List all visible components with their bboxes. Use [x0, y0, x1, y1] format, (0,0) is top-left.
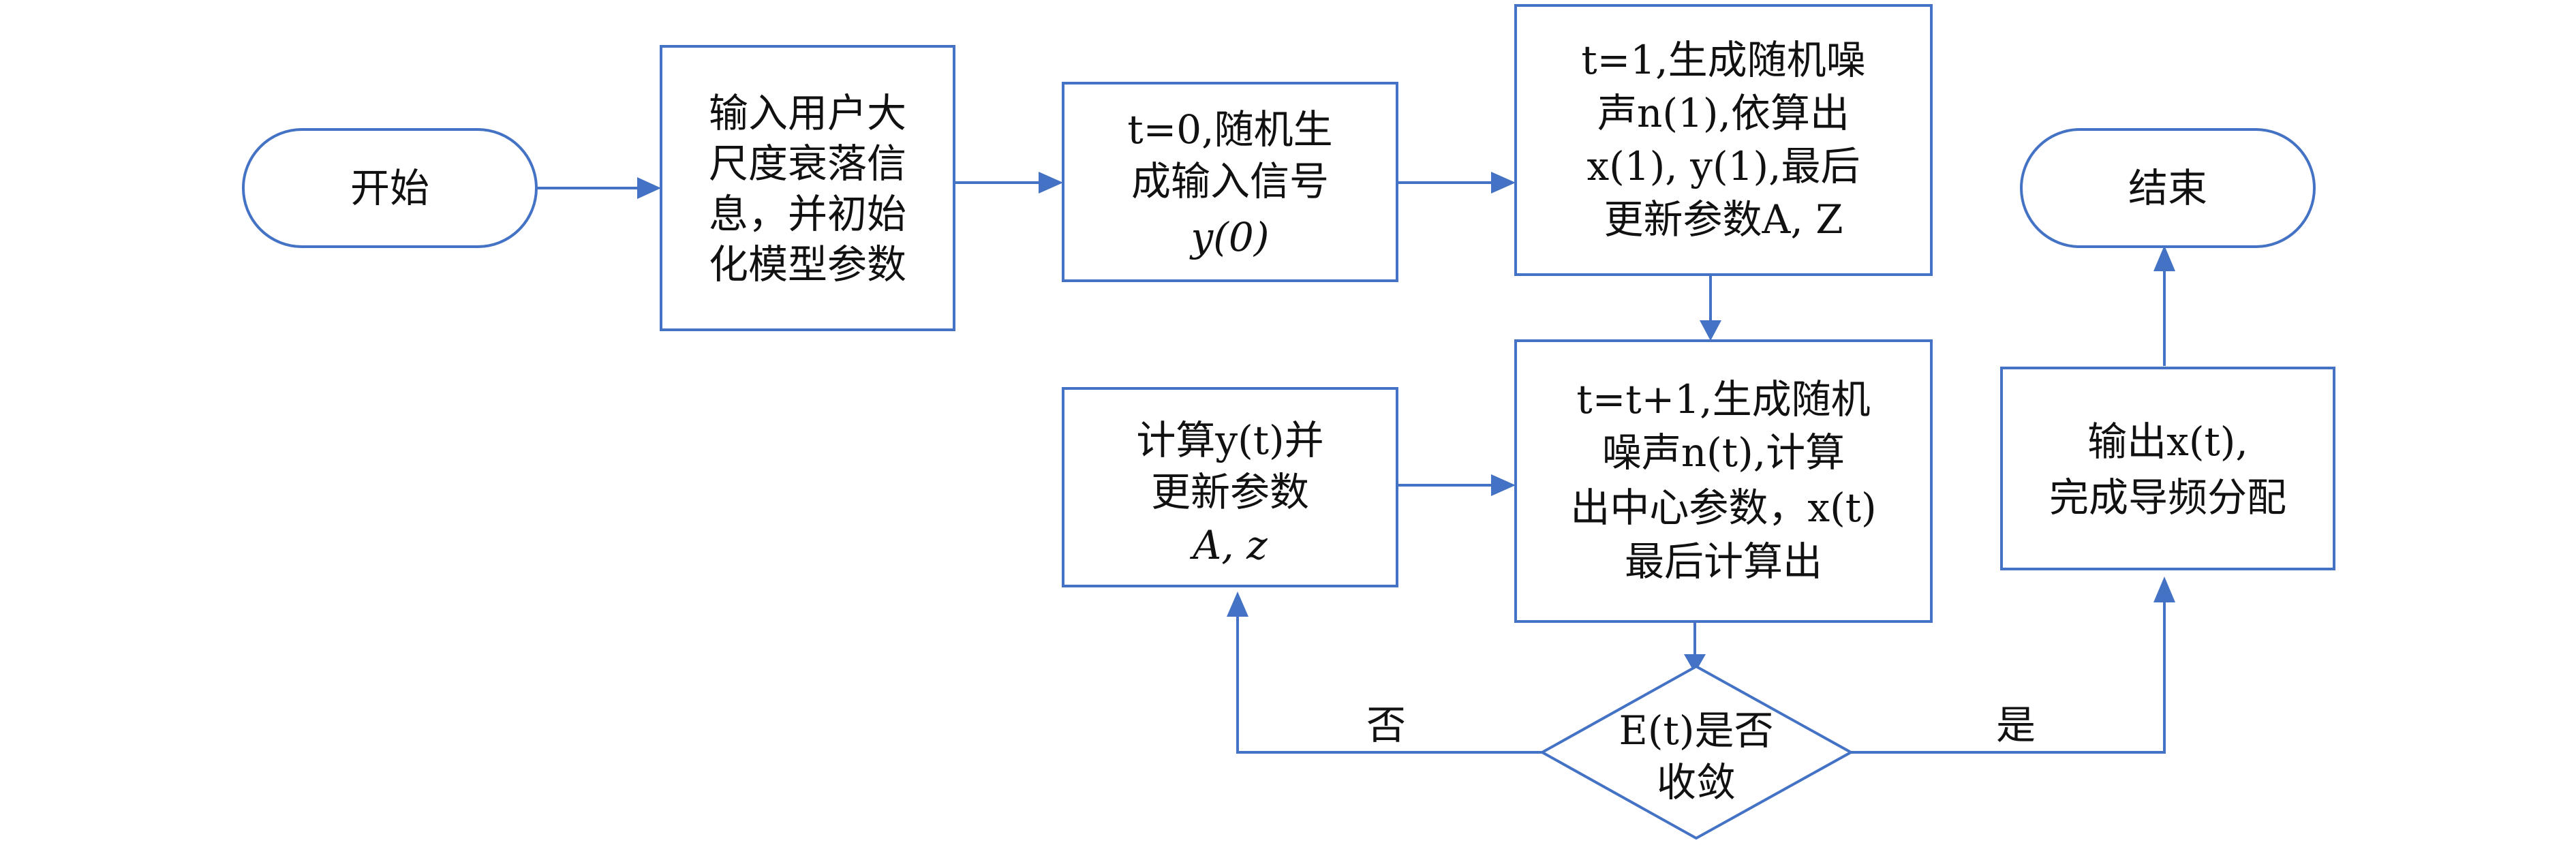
edge-label-yes: 是 — [1996, 702, 2036, 748]
node-input-line-2: 尺度衰落信 — [709, 140, 906, 187]
node-iterate-line-3: 出中心参数，x(t) — [1570, 485, 1876, 531]
edge-converge-no-to-update — [1227, 592, 1542, 754]
node-first: t=1,生成随机噪 声n(1),依算出 x(1), y(1),最后 更新参数A,… — [1514, 4, 1933, 276]
edge-start-to-input — [536, 177, 661, 199]
node-input: 输入用户大 尺度衰落信 息，并初始 化模型参数 — [660, 45, 955, 331]
edge-iterate-to-converge — [1684, 621, 1706, 673]
node-iterate-line-2: 噪声n(t),计算 — [1602, 429, 1845, 476]
node-end-label: 结束 — [2128, 165, 2207, 211]
node-output: 输出x(t), 完成导频分配 — [2000, 367, 2335, 570]
node-init-line-3: y(0) — [1189, 214, 1270, 260]
node-first-line-4: 更新参数A, Z — [1604, 196, 1843, 243]
node-converge-line-2: 收敛 — [1657, 759, 1736, 805]
node-first-line-3: x(1), y(1),最后 — [1586, 143, 1860, 189]
edge-init-to-first — [1397, 172, 1516, 194]
node-output-line-2: 完成导频分配 — [2049, 474, 2286, 521]
node-input-line-1: 输入用户大 — [709, 90, 906, 136]
node-first-line-2: 声n(1),依算出 — [1597, 90, 1850, 136]
node-input-line-3: 息，并初始 — [709, 191, 906, 237]
node-update-line-1: 计算y(t)并 — [1136, 417, 1323, 463]
node-converge: E(t)是否 收敛 — [1539, 664, 1854, 840]
node-update: 计算y(t)并 更新参数 A, z — [1062, 387, 1398, 587]
node-end: 结束 — [2020, 128, 2316, 248]
edge-input-to-init — [954, 172, 1063, 194]
node-start: 开始 — [242, 128, 538, 248]
node-iterate-line-4: 最后计算出 — [1625, 538, 1822, 585]
edge-label-no: 否 — [1366, 702, 1406, 748]
node-update-line-3: A, z — [1189, 522, 1268, 568]
edge-converge-yes-to-output — [1851, 577, 2175, 754]
node-init-line-2: 成输入信号 — [1131, 158, 1329, 204]
node-init: t=0,随机生 成输入信号 y(0) — [1062, 82, 1398, 282]
node-iterate: t=t+1,生成随机 噪声n(t),计算 出中心参数，x(t) 最后计算出 — [1514, 339, 1933, 623]
node-input-line-4: 化模型参数 — [709, 241, 906, 288]
edge-output-to-end — [2153, 245, 2175, 366]
node-converge-line-1: E(t)是否 — [1619, 707, 1774, 754]
node-iterate-line-1: t=t+1,生成随机 — [1576, 376, 1870, 422]
edge-first-to-iterate — [1700, 276, 1721, 341]
node-update-line-2: 更新参数 — [1151, 469, 1309, 515]
node-output-line-1: 输出x(t), — [2087, 418, 2248, 465]
node-start-label: 开始 — [350, 165, 429, 211]
node-first-line-1: t=1,生成随机噪 — [1581, 37, 1865, 83]
edge-update-to-iterate — [1397, 474, 1516, 496]
node-init-line-1: t=0,随机生 — [1127, 106, 1332, 153]
